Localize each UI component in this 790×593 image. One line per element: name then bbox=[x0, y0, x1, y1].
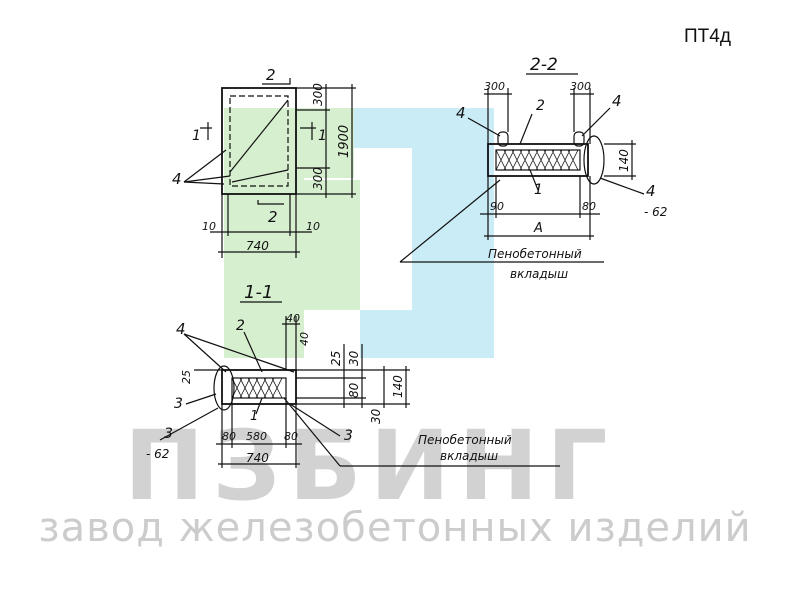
section-1-1-hatch bbox=[231, 377, 283, 399]
section-2-2: 2-2 300 300 4 2 4 1 4 - 62 140 bbox=[399, 55, 667, 281]
plan-section-mark-bottom bbox=[257, 200, 284, 205]
section-2-2-dim-right-bottom: 80 bbox=[582, 200, 596, 213]
plan-inner-dashed bbox=[229, 95, 289, 187]
section-2-2-insert-label-1: Пенобетонный bbox=[488, 247, 582, 261]
section-1-1-dim-bottom-c: 80 bbox=[284, 430, 298, 443]
section-2-2-leader-1-label: 1 bbox=[534, 182, 543, 198]
section-2-2-title: 2-2 bbox=[530, 55, 558, 75]
section-1-1-dim-top-b: 40 bbox=[298, 332, 311, 346]
plan-section-label-bottom: 2 bbox=[268, 208, 278, 226]
section-1-1-insert-label-2: вкладыш bbox=[440, 449, 498, 463]
section-1-1-title: 1-1 bbox=[244, 282, 273, 303]
section-1-1-hook-left bbox=[213, 365, 235, 411]
section-2-2-dim-right-top: 300 bbox=[570, 80, 591, 93]
section-1-1-leader-3-left bbox=[185, 393, 217, 405]
section-2-2-leader-1 bbox=[529, 169, 539, 191]
watermark-blue-block-top bbox=[354, 108, 494, 148]
section-2-2-insert-leader bbox=[399, 179, 501, 263]
section-2-2-leader-4-hook-label: 4 bbox=[646, 182, 656, 200]
plan-dim-width: 740 bbox=[246, 239, 269, 253]
section-2-2-insert-label-2: вкладыш bbox=[510, 267, 568, 281]
section-1-1-insert-leader bbox=[283, 397, 341, 467]
section-1-1-dim-left: 25 bbox=[180, 370, 193, 384]
section-2-2-leader-2-label: 2 bbox=[536, 98, 545, 114]
plan-leader-line-2 bbox=[183, 175, 231, 183]
section-1-1-leader-3-right-label: 3 bbox=[344, 428, 353, 444]
section-1-1-dim-right-d: 30 bbox=[369, 408, 383, 424]
plan-diagonal-1 bbox=[229, 99, 289, 173]
section-1-1-dim-top-a: 40 bbox=[286, 312, 300, 325]
section-2-2-hook-right bbox=[583, 135, 605, 185]
section-1-1-insert bbox=[231, 377, 287, 399]
section-1-1-insert-label-1: Пенобетонный bbox=[418, 433, 512, 447]
plan-dim-height: 1900 bbox=[337, 125, 352, 158]
watermark-subtitle: завод железобетонных изделий bbox=[38, 505, 752, 551]
section-2-2-leader-4-right bbox=[581, 107, 611, 137]
plan-section-mark-left bbox=[200, 122, 212, 140]
plan-section-mark-right bbox=[300, 122, 316, 140]
plan-section-label-left: 1 bbox=[192, 128, 201, 144]
plan-dim-right-edge: 10 bbox=[306, 220, 320, 233]
plan-section-label-right: 1 bbox=[318, 128, 327, 144]
plan-leader-label: 4 bbox=[172, 170, 182, 188]
section-2-2-dim-length: А bbox=[533, 221, 543, 236]
section-2-2-leader-2 bbox=[519, 113, 533, 145]
section-1-1-leader-4-label: 4 bbox=[176, 320, 186, 338]
plan-outline bbox=[221, 87, 297, 195]
plan-section-label-top: 2 bbox=[266, 66, 276, 84]
watermark-green-block-left bbox=[224, 108, 304, 358]
section-1-1-leader-3-bottom bbox=[159, 407, 219, 441]
watermark-blue-block-bottom bbox=[360, 310, 494, 358]
section-2-2-leader-4-left-label: 4 bbox=[456, 104, 466, 122]
section-2-2-dim-height: 140 bbox=[617, 149, 631, 172]
plan-dim-bottom-right: 300 bbox=[311, 167, 325, 190]
section-1-1-leader-3-right bbox=[289, 403, 341, 437]
plan-dim-left-edge: 10 bbox=[202, 220, 216, 233]
plan-diagonal-2 bbox=[231, 169, 289, 183]
section-1-1-leader-4-b bbox=[183, 333, 295, 373]
section-1-1: 1-1 25 30 80 30 140 40 40 25 4 2 bbox=[146, 282, 560, 468]
section-1-1-dim-bottom-b: 580 bbox=[246, 430, 267, 443]
section-1-1-dim-hook: - 62 bbox=[146, 447, 169, 461]
section-1-1-dim-width: 740 bbox=[246, 451, 269, 465]
watermark-green-block-mid bbox=[304, 180, 360, 310]
section-1-1-dim-right-c: 80 bbox=[347, 382, 361, 398]
section-2-2-lug-left bbox=[497, 131, 509, 147]
section-1-1-leader-1 bbox=[255, 397, 263, 415]
section-2-2-leader-4-hook bbox=[599, 177, 645, 195]
section-2-2-hatch bbox=[495, 149, 579, 171]
plan-leader-line-1 bbox=[183, 149, 227, 183]
section-1-1-leader-2-label: 2 bbox=[236, 318, 245, 334]
section-1-1-dim-total: 140 bbox=[391, 375, 405, 398]
section-2-2-leader-4-left bbox=[467, 117, 501, 137]
plan-view: 2 2 1 1 4 300 300 1900 10 10 740 bbox=[172, 66, 356, 258]
section-1-1-dim-bottom-a: 80 bbox=[222, 430, 236, 443]
plan-dim-top-right: 300 bbox=[311, 83, 325, 106]
section-1-1-leader-1-label: 1 bbox=[250, 409, 258, 424]
section-1-1-leader-3-left-label: 3 bbox=[174, 396, 183, 412]
plan-section-mark-top bbox=[262, 78, 291, 85]
section-2-2-dim-left-top: 300 bbox=[484, 80, 505, 93]
drawing-code: ПТ4д bbox=[684, 26, 731, 47]
section-2-2-leader-4-right-label: 4 bbox=[612, 92, 622, 110]
section-2-2-lug-right bbox=[573, 131, 585, 147]
section-2-2-dim-hook: - 62 bbox=[644, 205, 667, 219]
section-1-1-dim-right-a: 25 bbox=[329, 351, 343, 366]
section-1-1-leader-4-a bbox=[183, 333, 227, 373]
section-1-1-dim-right-b: 30 bbox=[347, 350, 361, 366]
section-2-2-dim-left-bottom: 90 bbox=[490, 200, 504, 213]
section-1-1-leader-3-bottom-label: 3 bbox=[164, 426, 173, 442]
section-1-1-leader-2 bbox=[243, 331, 263, 373]
section-2-2-body bbox=[487, 143, 589, 177]
plan-leader-line-3 bbox=[183, 181, 225, 185]
section-1-1-body bbox=[221, 369, 297, 405]
